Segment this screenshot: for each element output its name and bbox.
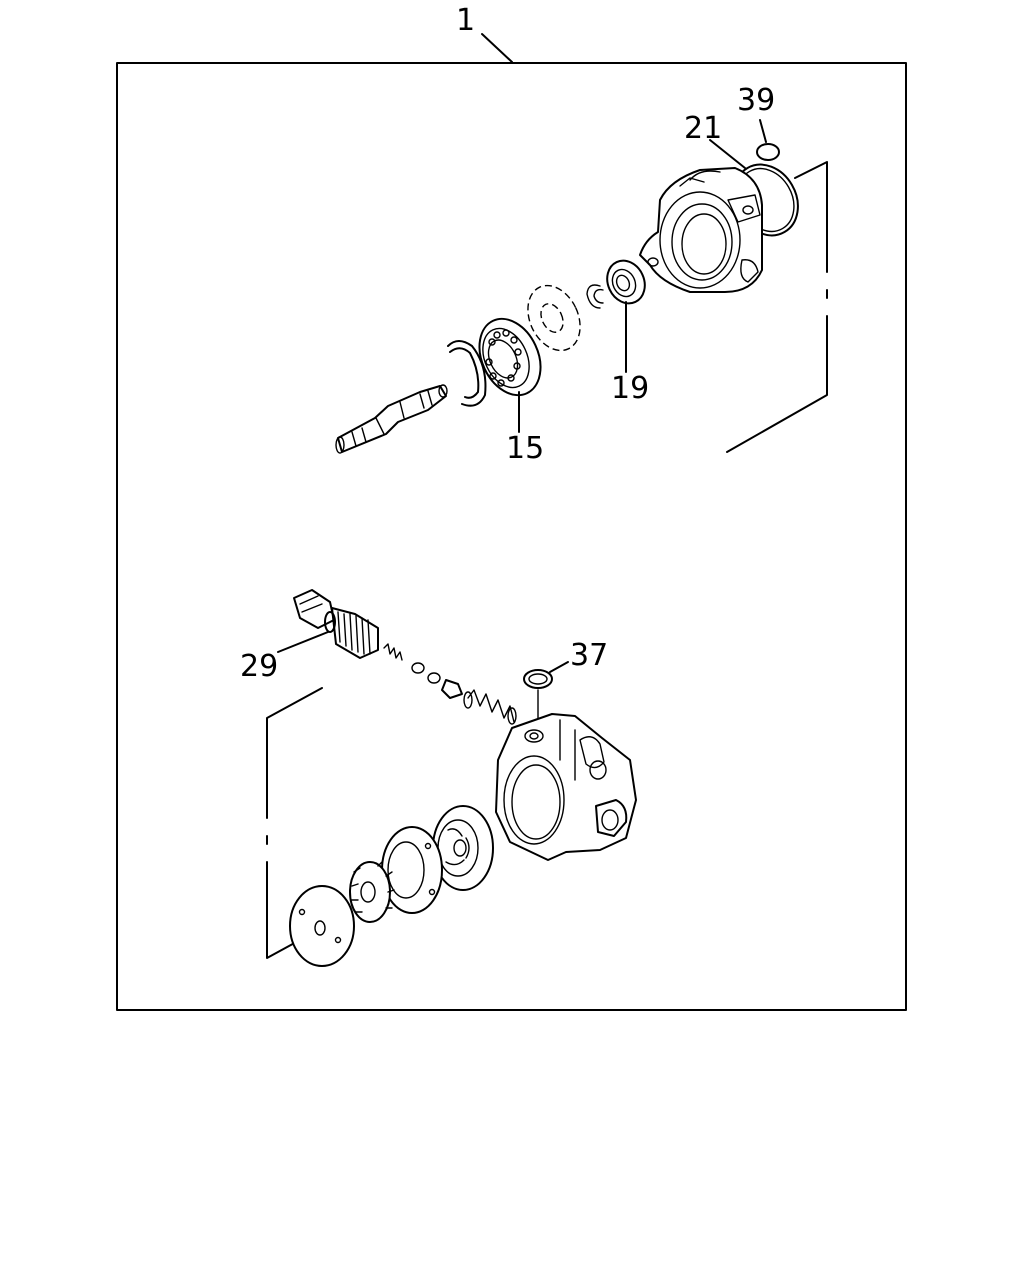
- callout-19: 19: [611, 371, 649, 406]
- callout-1: 1: [456, 3, 475, 38]
- cam-ring: [381, 826, 443, 914]
- o-ring-37-inner: [528, 673, 548, 685]
- leader-39: [759, 119, 767, 143]
- assembly-frame: [116, 62, 907, 1011]
- lower-subassembly: 29 37: [240, 589, 637, 967]
- front-housing: [639, 167, 763, 293]
- flow-control-valve: [293, 589, 517, 725]
- bearing-19: [606, 259, 646, 305]
- leader-29: [277, 631, 329, 653]
- o-ring-39: [756, 143, 780, 161]
- bearing-15: [478, 317, 542, 397]
- upper-subassembly: 39 21 19: [335, 83, 828, 466]
- callout-37: 37: [570, 638, 608, 673]
- callout-21: 21: [684, 111, 722, 146]
- leader-21: [709, 139, 746, 169]
- snap-ring-large: [447, 340, 487, 407]
- thrust-washer: [527, 284, 581, 352]
- side-plate: [289, 885, 355, 967]
- o-ring-37: [523, 669, 553, 689]
- rotor: [349, 861, 395, 923]
- leader-37: [549, 661, 569, 673]
- bracket-lower: [266, 687, 323, 959]
- leader-1: [481, 33, 513, 63]
- callout-29: 29: [240, 649, 278, 684]
- callout-15: 15: [506, 431, 544, 466]
- drive-shaft: [335, 384, 448, 454]
- bracket-upper: [726, 161, 828, 453]
- snap-ring-small: [586, 284, 604, 309]
- rear-housing: [495, 713, 637, 861]
- callout-39: 39: [737, 83, 775, 118]
